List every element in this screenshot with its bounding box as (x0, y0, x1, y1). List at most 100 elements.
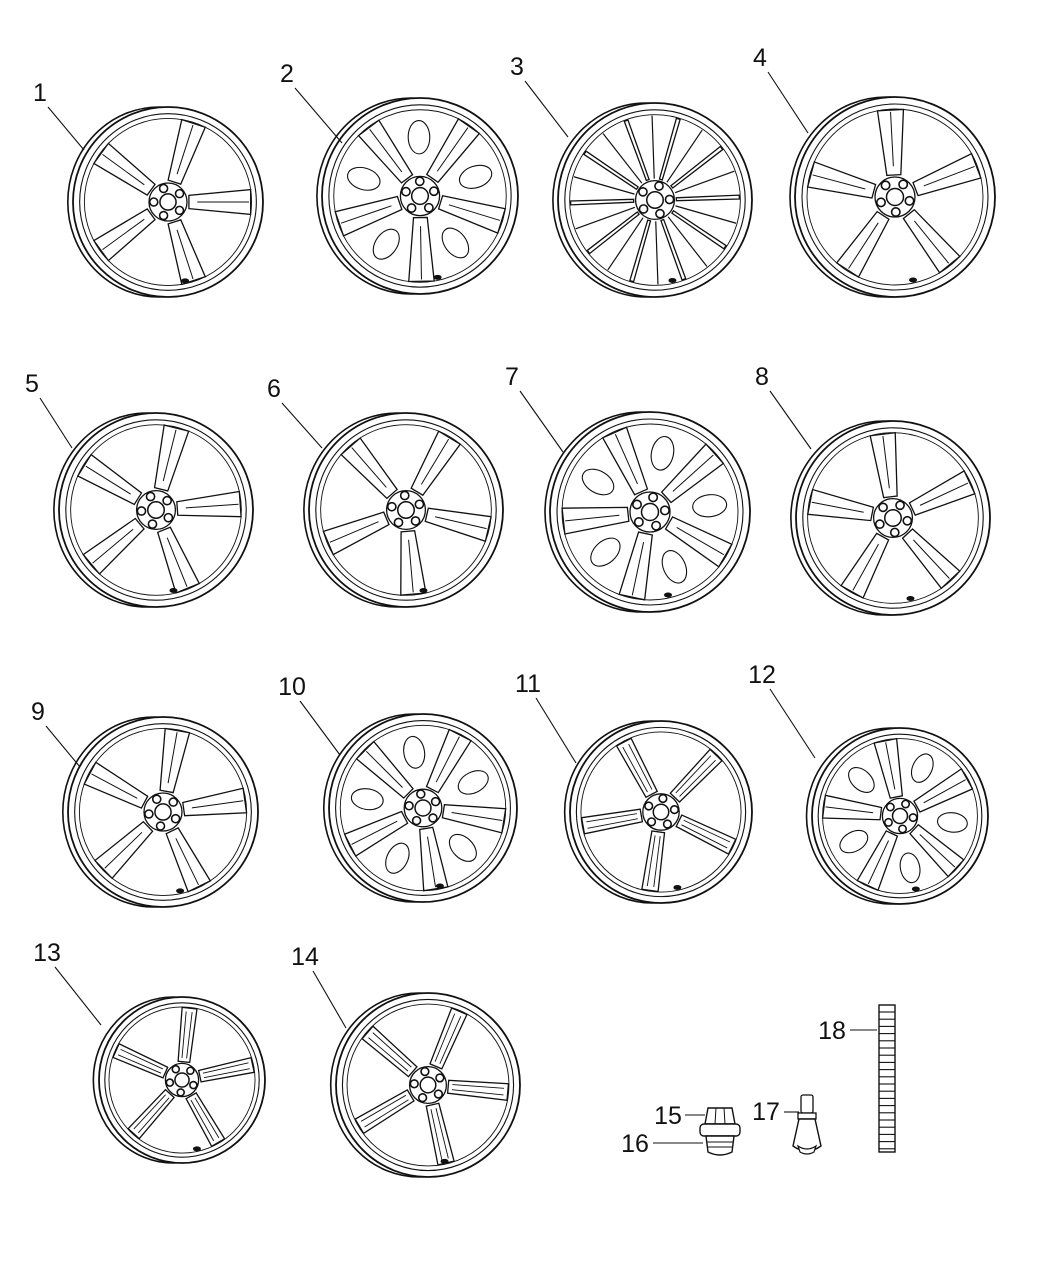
lug-hole (420, 1066, 430, 1077)
wheel-rim-lip (801, 103, 989, 291)
lug-hole (878, 502, 888, 513)
wheel-barrel (806, 108, 984, 286)
wheel-2 (316, 97, 519, 295)
wheel-spoke (569, 176, 635, 206)
wheel-rim-lip (341, 998, 515, 1172)
callout-label: 2 (280, 60, 294, 88)
wheel-spoke (901, 528, 961, 590)
lug-hole (174, 205, 185, 216)
valve-hole (435, 883, 444, 889)
lug-hole (409, 1079, 419, 1089)
lug-hole (168, 797, 179, 807)
wheel-rim-lip (335, 720, 511, 896)
wheel-spoke (400, 529, 427, 596)
wheel-spoke (185, 1092, 226, 1148)
lug-hole (875, 197, 886, 208)
lug-hole (145, 491, 156, 502)
wheel-spoke (82, 517, 145, 575)
wheel-spoke (437, 194, 507, 259)
callout-label: 6 (267, 375, 281, 403)
lug-hole (147, 519, 158, 529)
wheel-spoke (670, 145, 735, 194)
leader-line (47, 106, 85, 151)
wheel-spoke (675, 194, 741, 224)
wheel-barrel (83, 117, 253, 287)
wheel-spoke (167, 219, 207, 286)
valve-hole (419, 588, 428, 594)
lug-hole (898, 824, 908, 834)
wheel-center-bore (147, 501, 165, 519)
valve-hole (169, 588, 178, 594)
wheel-center-bore (154, 803, 172, 821)
lug-hole (189, 1080, 198, 1090)
leader-line (767, 71, 809, 134)
wheel-spoke (188, 188, 252, 216)
leader-line (312, 970, 347, 1029)
leader-line (769, 688, 816, 759)
lug-hole (664, 194, 675, 205)
wheel-spoke (835, 210, 890, 278)
wheel-3 (552, 102, 753, 298)
callout-label: 8 (755, 363, 769, 391)
wheel-spoke (83, 761, 149, 809)
wheel-spoke (601, 426, 675, 496)
wheel-spoke (165, 827, 212, 893)
wheel-rim-lip (802, 427, 984, 609)
wheel-8 (790, 420, 991, 616)
leader-line (39, 397, 73, 449)
wheel-spoke (658, 117, 703, 183)
wheel-spoke (575, 206, 640, 255)
lug-hole (158, 210, 169, 221)
valve-hole (181, 278, 190, 284)
wheel-spoke (607, 217, 652, 283)
lug-hole (644, 801, 654, 811)
wheel-11 (563, 720, 753, 904)
lug-hole (136, 506, 147, 516)
wheel-center-bore (397, 501, 415, 519)
callout-label: 4 (753, 44, 767, 72)
wheel-9 (62, 716, 259, 908)
lug-hole (417, 1093, 428, 1103)
wheel-barrel (580, 731, 742, 893)
wheel-spoke (806, 161, 877, 199)
wheel-barrel (569, 114, 741, 286)
wheel-spoke (361, 1025, 418, 1078)
lug-hole (144, 809, 154, 819)
wheel-4 (789, 96, 996, 298)
lug-hole (148, 197, 159, 207)
wheel-spoke (424, 507, 492, 543)
valve-hole (176, 888, 185, 894)
wheel-spoke (156, 526, 201, 594)
wheel-barrel (333, 109, 507, 283)
wheel-spoke (669, 748, 723, 803)
wheel-spoke (655, 218, 687, 285)
wheel-center-bore (159, 193, 177, 211)
wheel-spoke (425, 117, 493, 189)
leader-line (519, 390, 564, 453)
lug-hole (433, 1089, 444, 1099)
lug-hole (163, 512, 174, 523)
wheel-spoke (159, 727, 191, 794)
wheel-spoke (176, 490, 242, 518)
wheel-rim-lip (74, 723, 252, 901)
leader-line (299, 700, 341, 756)
wheel-spoke (429, 1007, 468, 1070)
wheel-center-bore (414, 799, 432, 817)
valve-hole (668, 278, 677, 284)
wheel-spoke (660, 443, 728, 518)
wheel-spoke (902, 208, 961, 274)
lug-hole (904, 195, 915, 206)
lug-hole (162, 495, 173, 506)
wheel-spoke (340, 437, 398, 500)
leader-line (294, 87, 343, 144)
wheel-spoke (806, 488, 875, 522)
wheel-10 (322, 713, 518, 903)
wheel-spoke (167, 118, 207, 185)
wheel-barrel (70, 424, 242, 596)
lug-hole (874, 519, 885, 530)
callout-label: 3 (510, 53, 524, 81)
wheel-spoke (840, 532, 890, 599)
wheel-spoke (641, 830, 666, 893)
lug-hole (890, 206, 901, 217)
wheel-spoke (913, 767, 974, 833)
